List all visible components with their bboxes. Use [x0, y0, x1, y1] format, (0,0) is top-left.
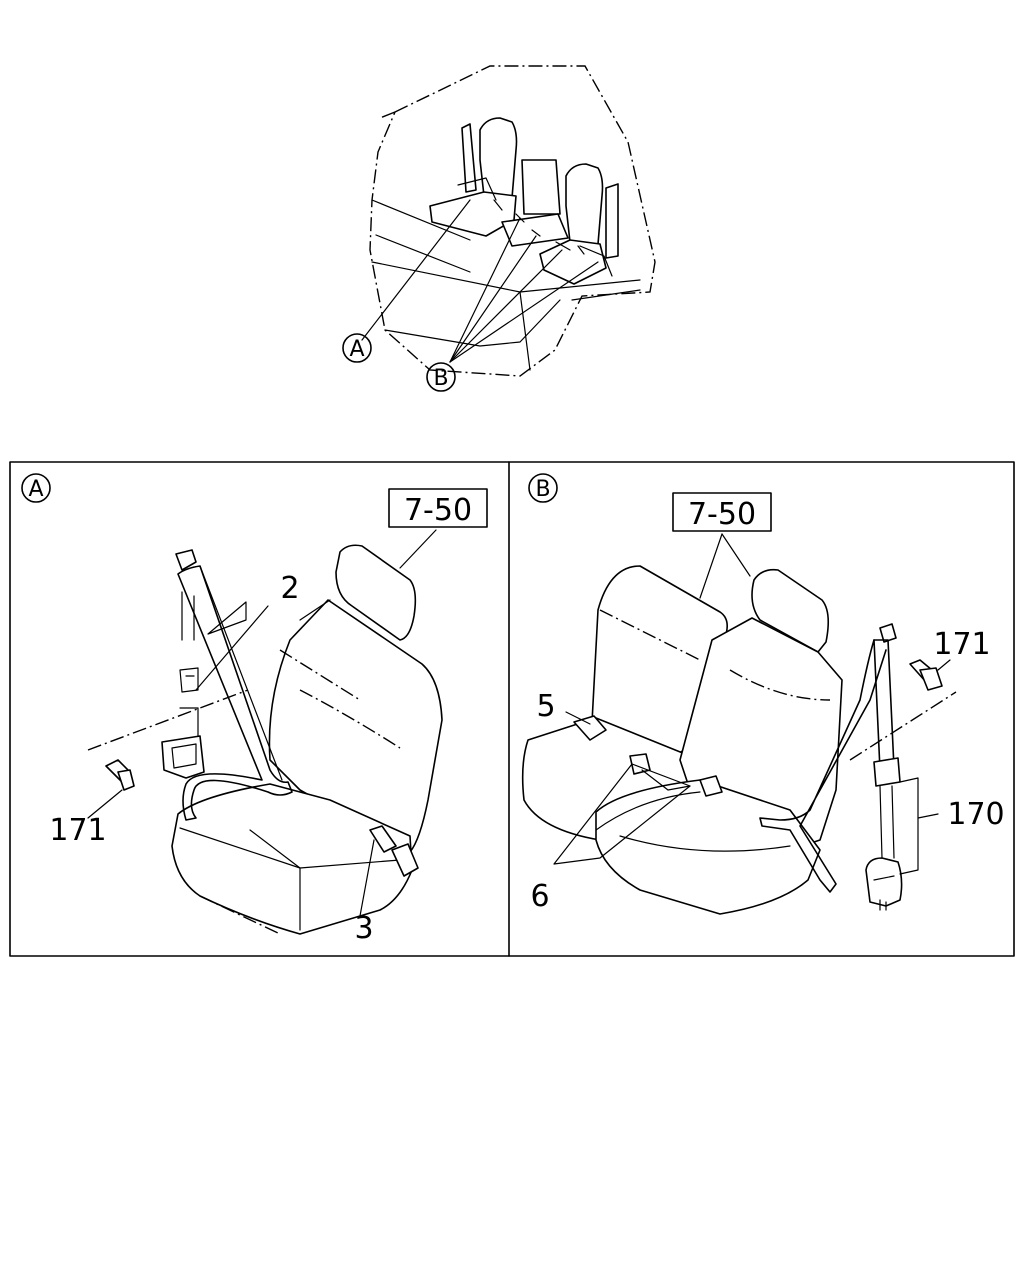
callout-a-label: A [349, 337, 364, 362]
panel-b-ref: 7-50 [688, 497, 756, 532]
panel-b-badge-circle [528, 473, 558, 503]
seat-b-right [595, 568, 843, 915]
belt-a [161, 549, 293, 821]
panel-b-badge: B [535, 477, 550, 502]
panel-a: A 7-50 [21, 473, 488, 946]
callout-a-circle [342, 333, 372, 363]
callout-b-circle [426, 362, 456, 392]
part-171-label-b: 171 [933, 627, 990, 662]
overview-seat-a [429, 117, 518, 237]
part-170-label: 170 [947, 797, 1004, 832]
belt-b-retractor [759, 623, 939, 911]
bolt-171-b [849, 659, 957, 761]
part-2-label: 2 [280, 571, 299, 606]
detail-frame [9, 461, 1015, 957]
part-5-label: 5 [536, 689, 555, 724]
cab-overview: A B [342, 65, 656, 392]
bolt-171-a [87, 689, 249, 819]
part-6-label: 6 [530, 879, 549, 914]
callout-b-label: B [433, 366, 448, 391]
seat-a [171, 544, 443, 935]
panel-b-ref-box [672, 492, 772, 532]
overview-seat-b [539, 163, 619, 285]
panel-a-badge: A [28, 477, 43, 502]
part-171-label-a: 171 [49, 813, 106, 848]
panel-a-ref-box [388, 488, 488, 528]
part-3-label: 3 [354, 911, 373, 946]
panel-b: B 7-50 [521, 473, 1005, 915]
panel-a-badge-circle [21, 473, 51, 503]
panel-a-ref: 7-50 [404, 493, 472, 528]
